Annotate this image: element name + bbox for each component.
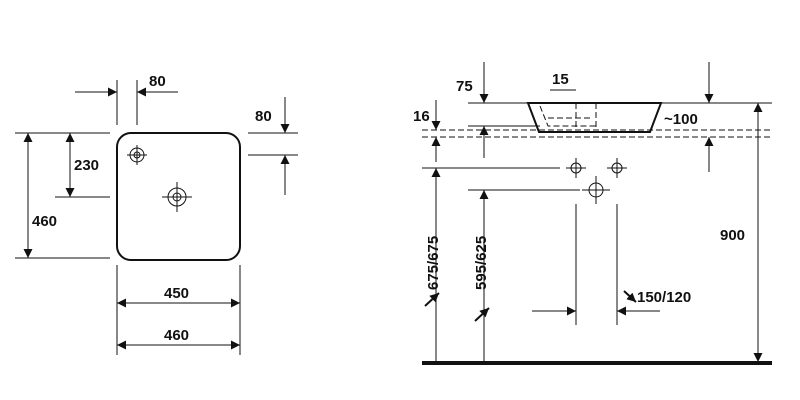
dim-total-height: 900	[720, 102, 772, 362]
dim-tap-offset-x: 80	[75, 73, 178, 125]
svg-text:230: 230	[74, 157, 99, 174]
dim-tap-offset-y: 80	[248, 97, 298, 195]
dim-bowl-height: ~100	[661, 62, 722, 172]
svg-text:16: 16	[413, 108, 430, 125]
basin-profile	[526, 102, 663, 133]
svg-text:80: 80	[255, 108, 272, 125]
dim-outer-width: 460	[117, 327, 240, 350]
dim-inner-width: 450	[116, 265, 241, 355]
svg-text:460: 460	[32, 213, 57, 230]
plan-view: 80 80 230 460 450	[15, 73, 298, 355]
dim-tap-to-waste: 230	[55, 132, 110, 198]
svg-text:450: 450	[164, 285, 189, 302]
dim-15: 15	[550, 71, 576, 91]
waste-connection-icon	[582, 176, 610, 204]
dim-depth: 460	[15, 132, 110, 259]
svg-text:15: 15	[552, 71, 569, 88]
svg-text:900: 900	[720, 227, 745, 244]
svg-text:595/625: 595/625	[473, 236, 490, 290]
elevation-view: 75 15 16 ~100 900	[413, 62, 772, 365]
svg-text:75: 75	[456, 78, 473, 95]
tap-hole-icon	[127, 145, 147, 165]
waste-hole-icon	[162, 182, 192, 212]
svg-text:80: 80	[149, 73, 166, 90]
tap-connections-icon	[566, 158, 627, 178]
basin-outline	[116, 132, 241, 261]
svg-text:460: 460	[164, 327, 189, 344]
dim-16: 16	[413, 100, 441, 162]
svg-text:675/675: 675/675	[425, 236, 442, 290]
dim-675: 675/675	[424, 168, 442, 362]
dim-595: 595/625	[473, 190, 490, 362]
dim-150: 150/120	[532, 204, 691, 325]
dim-75: 75	[456, 62, 540, 158]
svg-text:150/120: 150/120	[637, 289, 691, 306]
svg-text:~100: ~100	[664, 111, 698, 128]
